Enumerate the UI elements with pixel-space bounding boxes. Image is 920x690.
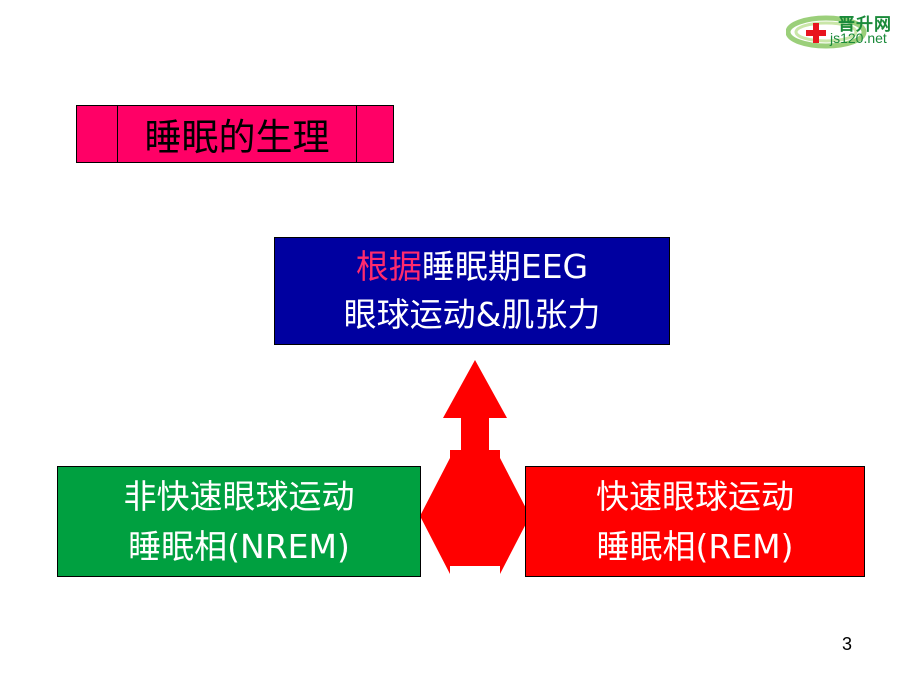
rem-box: 快速眼球运动 睡眠相(REM)	[525, 466, 865, 577]
criteria-box: 根据睡眠期EEG 眼球运动&肌张力	[274, 237, 670, 345]
logo-swoosh-icon	[786, 15, 867, 49]
criteria-highlight: 根据	[355, 247, 422, 286]
title-inner-frame: 睡眠的生理	[117, 105, 357, 163]
page-number: 3	[842, 634, 853, 654]
nrem-line-1: 非快速眼球运动	[123, 476, 355, 516]
site-logo: 晋升网 js120.net	[786, 8, 914, 50]
criteria-line-1: 根据睡眠期EEG	[356, 243, 588, 291]
rem-line-1: 快速眼球运动	[596, 476, 794, 516]
criteria-line-2: 眼球运动&肌张力	[343, 295, 601, 334]
criteria-line-1-text: 睡眠期EEG	[421, 247, 589, 286]
logo-text: 晋升网	[838, 15, 892, 35]
rem-line-2: 睡眠相(REM)	[596, 526, 794, 566]
title-box: 睡眠的生理	[76, 105, 394, 163]
page-title: 睡眠的生理	[144, 116, 330, 159]
logo-domain: js120.net	[830, 30, 887, 46]
nrem-line-2: 睡眠相(NREM)	[128, 526, 350, 566]
three-way-arrow-icon	[420, 360, 530, 574]
nrem-box: 非快速眼球运动 睡眠相(NREM)	[57, 466, 421, 577]
